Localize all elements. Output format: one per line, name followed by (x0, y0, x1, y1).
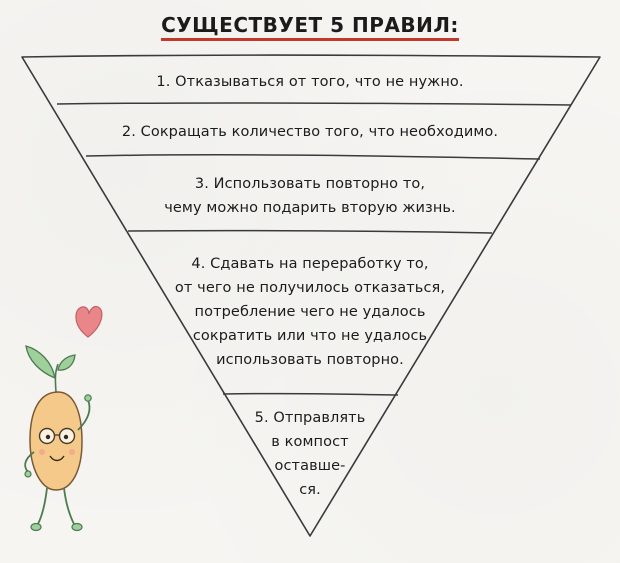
rule-4-line-5: использовать повторно. (216, 352, 404, 368)
rule-1: 1. Отказываться от того, что не нужно. (100, 70, 520, 94)
rule-3-line-2: чему можно подарить вторую жизнь. (164, 200, 456, 216)
rule-5-line-4: ся. (299, 482, 321, 498)
rule-4-line-4: сократить или что не удалось (192, 328, 428, 344)
seedling-mascot (24, 345, 92, 532)
rule-5-line-3: оставше- (274, 458, 346, 474)
rule-4: 4. Сдавать на переработку то, от чего не… (165, 252, 455, 372)
divider-2 (85, 154, 541, 160)
heart-icon (75, 305, 103, 338)
page-title: СУЩЕСТВУЕТ 5 ПРАВИЛ: (0, 13, 620, 41)
rule-3: 3. Использовать повторно то, чему можно … (140, 172, 480, 220)
rule-1-line-1: 1. Отказываться от того, что не нужно. (156, 74, 464, 90)
divider-4 (222, 392, 399, 396)
rule-4-line-1: 4. Сдавать на переработку то, (191, 256, 429, 272)
rule-4-line-3: потребление чего не удалось (194, 304, 426, 320)
rule-5-line-1: 5. Отправлять (254, 410, 366, 426)
rule-5-line-2: в компост (271, 434, 349, 450)
rule-2: 2. Сокращать количество того, что необхо… (110, 120, 510, 144)
rule-5: 5. Отправлять в компост оставше- ся. (240, 406, 380, 502)
title-text: СУЩЕСТВУЕТ 5 ПРАВИЛ: (161, 13, 459, 41)
divider-3 (127, 229, 493, 234)
rule-2-line-1: 2. Сокращать количество того, что необхо… (121, 124, 499, 140)
rule-3-line-1: 3. Использовать повторно то, (194, 176, 426, 192)
rule-4-line-2: от чего не получилось отказаться, (174, 280, 446, 296)
pyramid-outline (21, 54, 601, 537)
divider-1 (56, 102, 572, 106)
